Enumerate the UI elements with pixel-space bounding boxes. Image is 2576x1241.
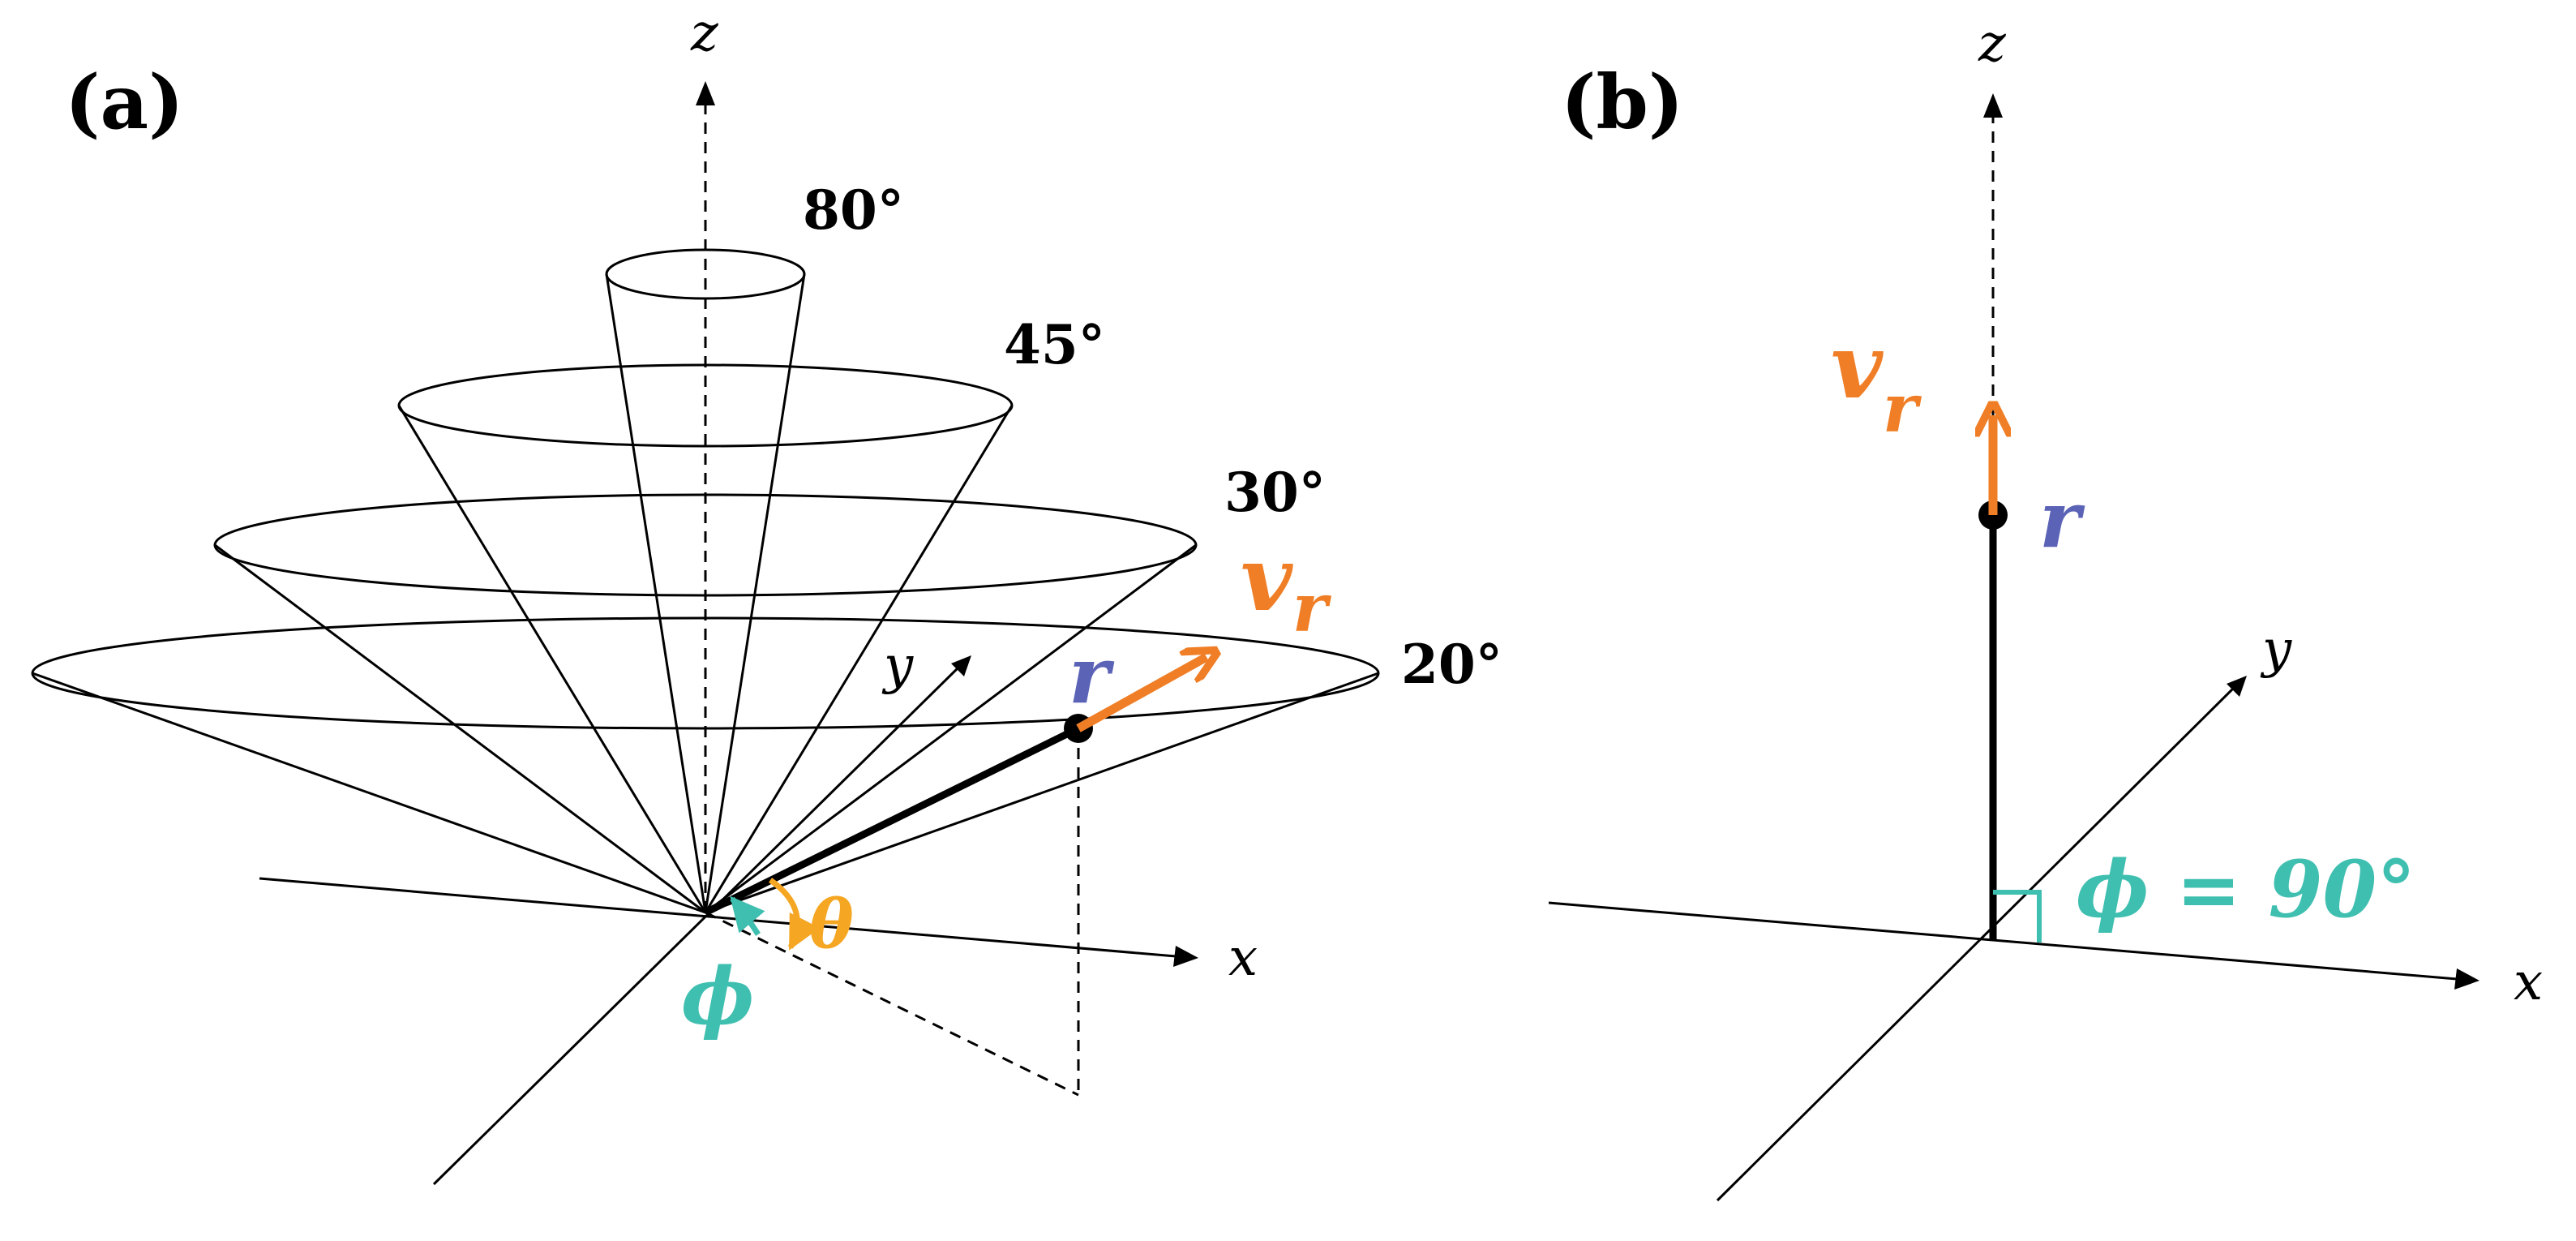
panel-b-x-axis [1548, 901, 2467, 981]
panel-a-z-label: z [690, 3, 719, 63]
panel-b-velocity-symbol: v [1831, 314, 1884, 419]
cone-80 [605, 248, 806, 913]
panel-b-y-label: y [2260, 620, 2292, 680]
panel-a-z-arrowhead [696, 81, 715, 105]
panel-a-x-axis [259, 877, 1186, 959]
cone-45 [397, 363, 1014, 913]
panel-a-x-label: x [1228, 928, 1258, 988]
theta-arc [768, 878, 821, 951]
panel-b-y-axis [1716, 684, 2238, 1202]
panel-b-label: (b) [1561, 58, 1683, 146]
panel-b-y-arrowhead [2227, 676, 2247, 697]
panel-b-phi-label: ϕ = 90° [2076, 844, 2415, 935]
phi-label: ϕ [681, 951, 754, 1042]
cone-20 [31, 616, 1380, 914]
cone-30 [213, 493, 1198, 914]
right-angle-marker [1993, 890, 2042, 943]
panel-a-velocity-arrow [1076, 657, 1207, 732]
panel-a-y-label: y [881, 636, 914, 696]
angle-label-80: 80° [803, 178, 904, 242]
cone-80-rim [605, 248, 806, 300]
panel-b-point-label: r [2039, 474, 2085, 565]
panel-b-velocity-label: vr [1831, 314, 1922, 448]
panel-a-velocity-symbol: v [1241, 526, 1293, 631]
panel-a-label: (a) [65, 58, 184, 146]
panel-b-x-arrowhead [2454, 968, 2480, 990]
phi-arc [730, 895, 765, 936]
theta-label: θ [809, 886, 854, 964]
angle-label-45: 45° [1004, 313, 1105, 376]
panel-a-y-axis [432, 663, 962, 1186]
angle-label-30: 30° [1224, 461, 1326, 524]
panel-b-x-label: x [2514, 952, 2543, 1012]
panel-a: (a) z x y [31, 3, 1502, 1186]
panel-a-velocity-subscript: r [1292, 569, 1332, 647]
panel-a-position-vector [704, 724, 1080, 917]
panel-b: (b) z x y r vr ϕ = 90° [1548, 14, 2543, 1202]
panel-a-point-label: r [1069, 629, 1115, 721]
panel-b-z-label: z [1978, 14, 2007, 74]
panel-a-velocity-label: vr [1241, 526, 1332, 647]
panel-a-projection-ground [705, 911, 1079, 1097]
panel-a-y-arrowhead [951, 655, 971, 676]
panel-a-x-arrowhead [1173, 946, 1198, 967]
panel-b-z-arrowhead [1983, 93, 2003, 118]
panel-b-velocity-subscript: r [1883, 370, 1922, 448]
angle-label-20: 20° [1401, 633, 1502, 696]
